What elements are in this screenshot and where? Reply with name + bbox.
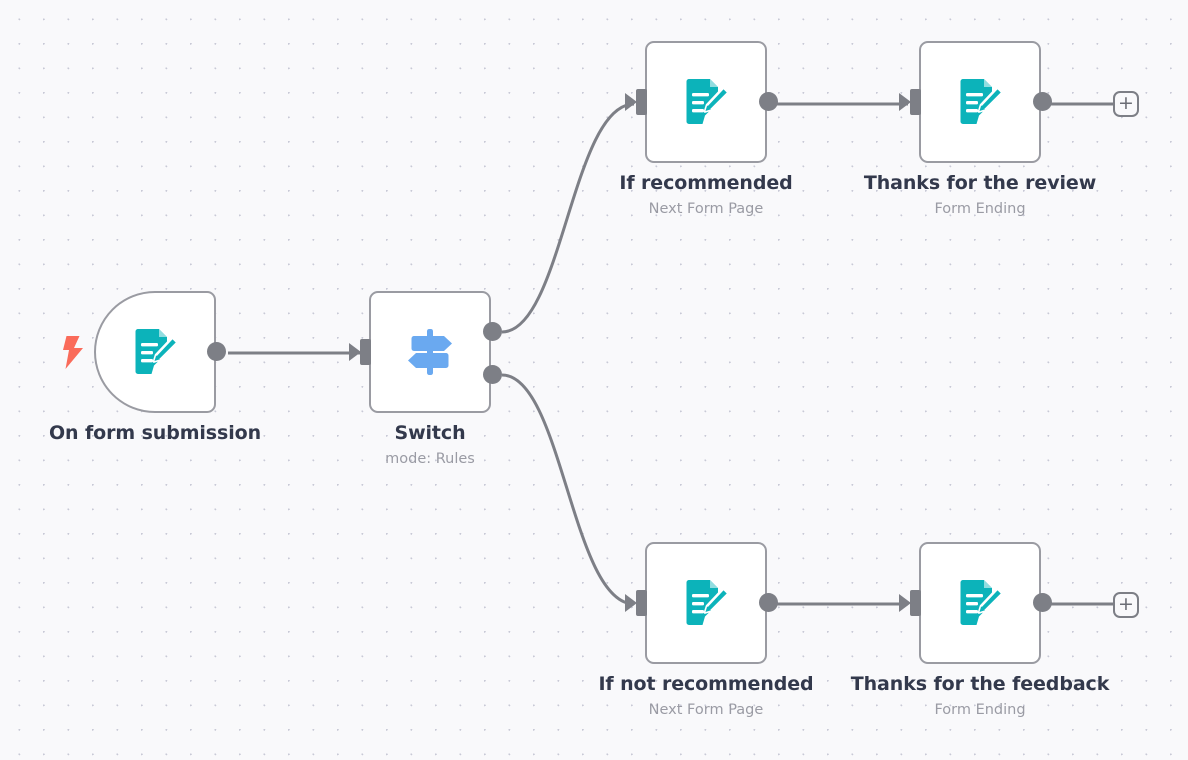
node-subtitle: Next Form Page: [648, 702, 764, 718]
output-port-1[interactable]: [483, 365, 502, 384]
output-port-0[interactable]: [483, 322, 502, 341]
node-label-group: If recommended Next Form Page: [555, 171, 857, 220]
node-title: If recommended: [619, 172, 793, 194]
input-port[interactable]: [625, 89, 647, 115]
node-subtitle: mode: Rules: [385, 451, 475, 467]
node-label-group: Thanks for the review Form Ending: [829, 171, 1131, 220]
form-document-pencil-icon: [94, 291, 216, 413]
node-title: Thanks for the review: [863, 172, 1097, 194]
node-subtitle: Next Form Page: [648, 201, 764, 217]
node-label-group: If not recommended Next Form Page: [555, 672, 857, 721]
output-port[interactable]: [207, 342, 226, 361]
form-document-pencil-icon: [919, 41, 1041, 163]
output-port[interactable]: [1033, 92, 1052, 111]
node-subtitle: Form Ending: [934, 702, 1026, 718]
node-title: If not recommended: [598, 673, 814, 695]
output-port[interactable]: [1033, 593, 1052, 612]
node-label-group: On form submission: [4, 421, 306, 448]
node-subtitle: Form Ending: [934, 201, 1026, 217]
plus-icon-add-node-after-thanks-for-the-review[interactable]: +: [1113, 91, 1139, 117]
signpost-switch-icon: [369, 291, 491, 413]
plus-icon-add-node-after-thanks-for-the-feedback[interactable]: +: [1113, 592, 1139, 618]
connection-switch-to-if-recommended: [501, 102, 635, 334]
form-document-pencil-icon: [645, 542, 767, 664]
node-label-group: Thanks for the feedback Form Ending: [829, 672, 1131, 721]
connection-switch-to-if-not-recommended: [501, 373, 635, 606]
node-title: Thanks for the feedback: [850, 673, 1110, 695]
form-document-pencil-icon: [919, 542, 1041, 664]
form-document-pencil-icon: [645, 41, 767, 163]
input-port[interactable]: [899, 590, 921, 616]
input-port[interactable]: [899, 89, 921, 115]
node-label-group: Switch mode: Rules: [279, 421, 581, 470]
input-port[interactable]: [625, 590, 647, 616]
node-title: Switch: [394, 422, 466, 444]
output-port[interactable]: [759, 92, 778, 111]
node-title: On form submission: [48, 422, 262, 444]
output-port[interactable]: [759, 593, 778, 612]
input-port[interactable]: [349, 339, 371, 365]
lightning-bolt-icon: [60, 336, 86, 369]
